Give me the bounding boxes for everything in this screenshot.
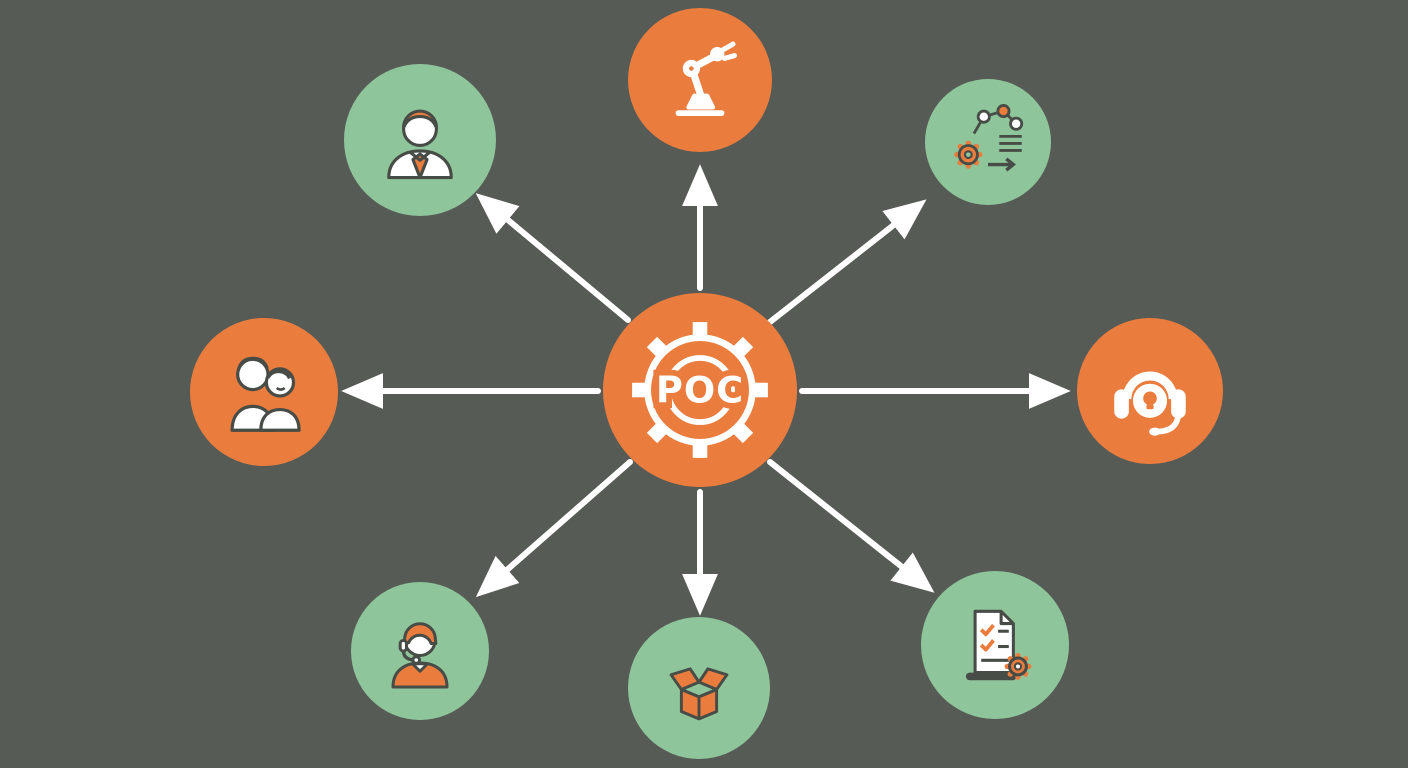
node-businessman	[344, 64, 496, 216]
support-agent-icon	[391, 622, 449, 689]
two-people-icon	[230, 356, 301, 432]
node-checklist-gear	[921, 571, 1069, 719]
node-team-people	[190, 318, 338, 466]
node-support-agent	[351, 582, 489, 720]
center-node-poc: POC	[603, 293, 797, 487]
gear-icon: POC	[632, 322, 768, 458]
center-label: POC	[656, 369, 744, 412]
checklist-gear-icon	[965, 609, 1032, 681]
open-box-icon	[669, 667, 729, 721]
node-process-workflow	[925, 79, 1051, 205]
robotic-arm-icon	[675, 41, 738, 116]
process-workflow-icon	[954, 104, 1024, 172]
businessman-icon	[387, 109, 453, 180]
headset-lightbulb-icon	[1114, 371, 1186, 436]
node-robotic-arm	[628, 8, 772, 152]
node-headset-support	[1077, 318, 1223, 464]
node-open-box	[628, 617, 770, 759]
